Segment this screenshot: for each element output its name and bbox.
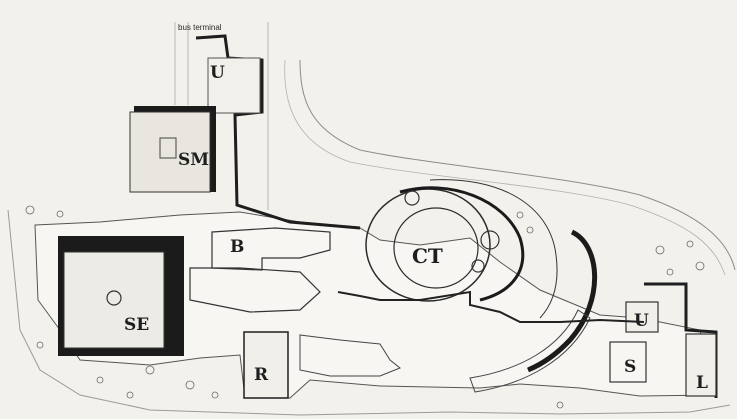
se-building: [63, 251, 165, 349]
label-b: B: [230, 237, 244, 257]
label-ct: CT: [412, 244, 443, 268]
r-building: [243, 331, 289, 399]
outer-curved-wall: [429, 179, 558, 319]
ct-tower-south: [471, 259, 485, 273]
label-l: L: [696, 373, 708, 393]
curved-road-inner: [284, 59, 726, 276]
ct-tower-north: [404, 190, 420, 206]
ct-inner-ring: [393, 207, 479, 289]
north-road-edge: [174, 22, 269, 210]
ct-tower-east: [480, 230, 500, 250]
b-building: [211, 227, 331, 271]
ramp-band: [469, 309, 591, 393]
south-corridor: [299, 334, 401, 377]
u-east-building: [625, 301, 659, 333]
curved-road: [299, 59, 736, 271]
sm-inner-court: [159, 137, 177, 159]
bus-terminal-caption: bus terminal: [178, 23, 222, 32]
main-corridor-wall: [337, 290, 645, 323]
s-building: [609, 341, 647, 383]
label-r: R: [254, 365, 269, 385]
landscape-trees: [25, 205, 705, 409]
label-sm: SM: [178, 150, 209, 170]
se-courtyard-circle: [106, 290, 122, 306]
l-building: [685, 333, 717, 397]
label-u-north: U: [210, 63, 225, 83]
sm-building: [129, 111, 211, 193]
b-inner-block: [189, 267, 321, 313]
u-north-building: [207, 57, 261, 114]
label-s: S: [624, 357, 636, 377]
bus-terminal-block: [195, 34, 361, 230]
label-se: SE: [124, 315, 149, 335]
ct-dark-arc: [399, 186, 525, 302]
site-boundary: [7, 209, 731, 416]
dark-crescent-wall: [527, 229, 598, 373]
